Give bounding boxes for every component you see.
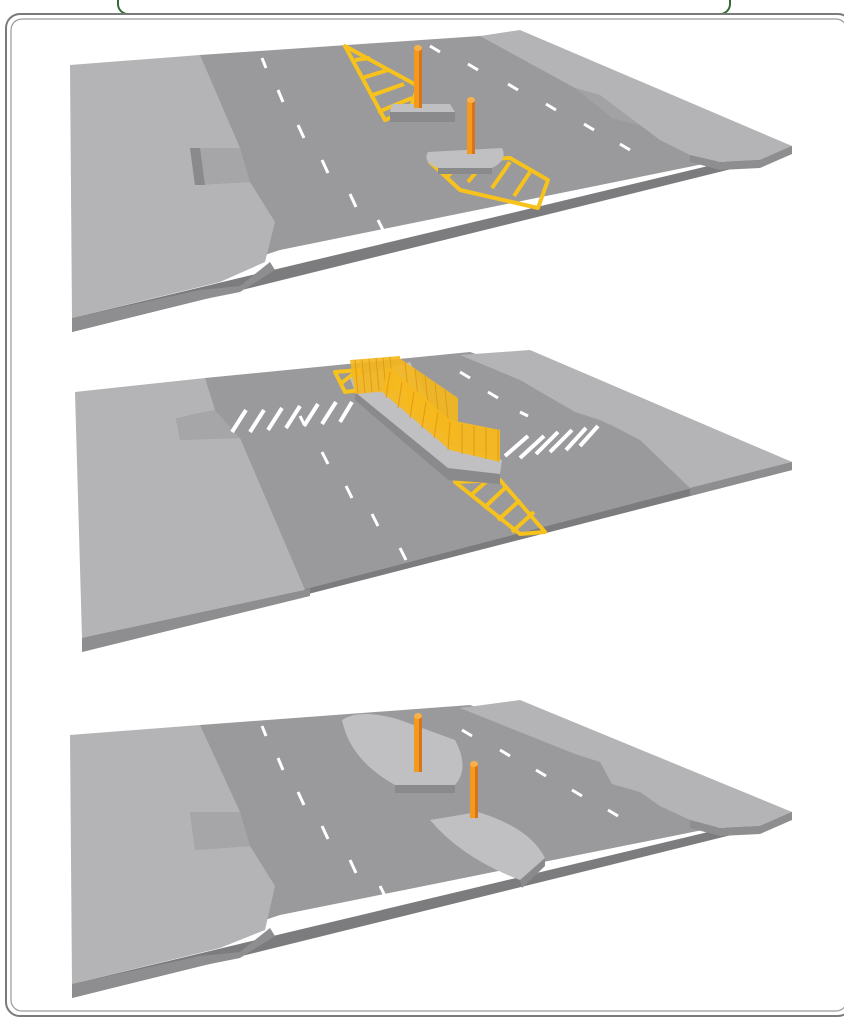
refuge-island-upper	[390, 104, 455, 112]
left-kerb-cutout	[190, 812, 250, 850]
bollard-upper	[414, 45, 422, 108]
refuge-island-upper-edge	[395, 785, 455, 793]
bollard-lower	[467, 97, 475, 154]
refuge-island-upper-edge	[390, 112, 455, 122]
bollard-lower	[470, 761, 478, 818]
header-banner	[118, 0, 730, 14]
bollard-upper	[414, 713, 422, 772]
refuge-island-lower-edge	[438, 168, 492, 174]
